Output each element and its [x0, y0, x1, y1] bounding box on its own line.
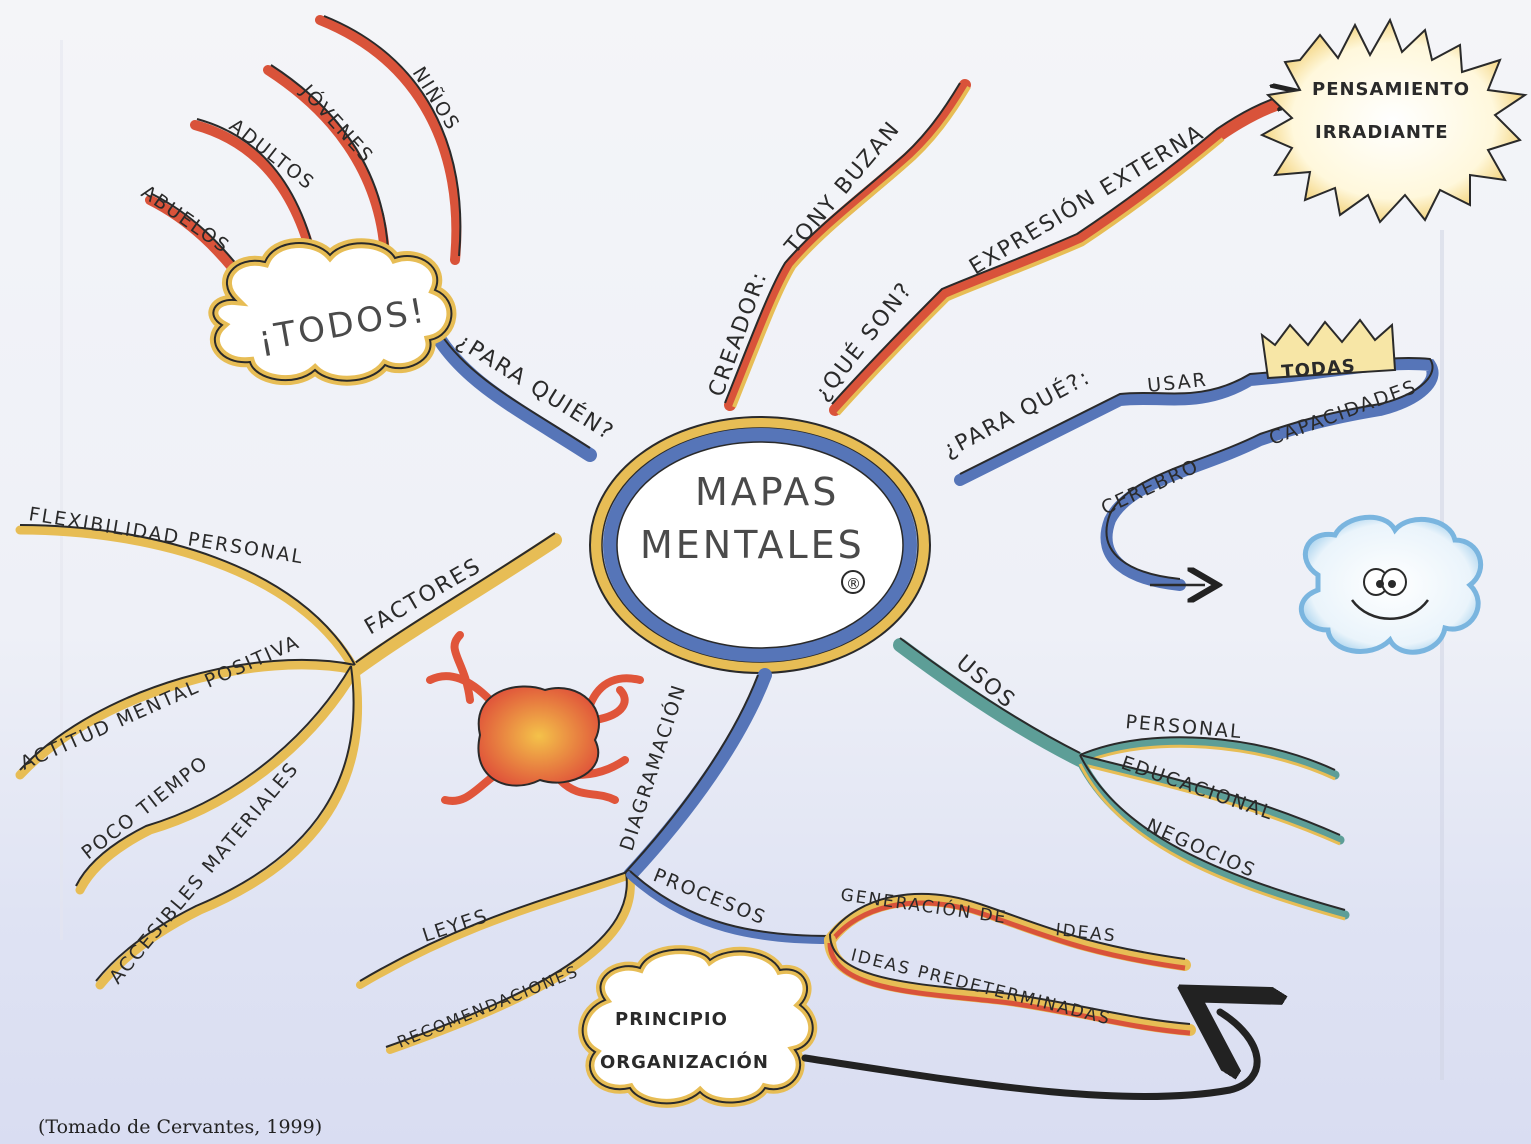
purpose-capacities: CAPACIDADES — [1266, 376, 1420, 450]
smiling-cloud-icon — [1298, 514, 1484, 655]
principio-arrow — [801, 1012, 1257, 1101]
principio-line1: PRINCIPIO — [615, 1009, 728, 1030]
center-title-line2: MENTALES — [640, 523, 865, 567]
pensamiento-line2: IRRADIANTE — [1315, 122, 1449, 143]
crown-icon — [1260, 318, 1397, 380]
layout-gen-ideas-1: GENERACIÓN DE — [839, 883, 1008, 928]
who-branch: ¡TODOS! ¿PARA QUIÉN? ABUELOS ADULTOS JÓV… — [137, 15, 619, 462]
registered-mark: ® — [846, 575, 861, 593]
what-branch: ¿QUÉ SON? EXPRESIÓN EXTERNA PENSAMIENTO … — [809, 17, 1528, 416]
who-item-jovenes: JÓVENES — [296, 79, 380, 168]
who-item-adultos: ADULTOS — [225, 115, 319, 195]
principio-line2: ORGANIZACIÓN — [600, 1051, 769, 1073]
background-bleedthrough — [60, 40, 1444, 1080]
spider-icon — [426, 631, 644, 805]
purpose-branch: TODAS ¿PARA QUÉ?: USAR CAPACIDADES CEREB… — [939, 318, 1484, 655]
center-node: MAPAS MENTALES ® — [589, 416, 931, 674]
who-item-abuelos: ABUELOS — [137, 181, 234, 258]
center-title-line1: MAPAS — [695, 470, 839, 514]
use-educacional: EDUCACIONAL — [1118, 752, 1277, 825]
source-caption: (Tomado de Cervantes, 1999) — [38, 1116, 322, 1138]
purpose-brain: CEREBRO — [1098, 455, 1203, 520]
uses-branch: USOS PERSONAL EDUCACIONAL NEGOCIOS — [893, 637, 1350, 921]
what-value: EXPRESIÓN EXTERNA — [965, 119, 1209, 280]
pensamiento-burst — [1259, 17, 1528, 224]
creator-name: TONY BUZAN — [780, 116, 906, 259]
pensamiento-line1: PENSAMIENTO — [1312, 79, 1470, 100]
layout-recommendations: RECOMENDACIONES — [394, 961, 581, 1051]
